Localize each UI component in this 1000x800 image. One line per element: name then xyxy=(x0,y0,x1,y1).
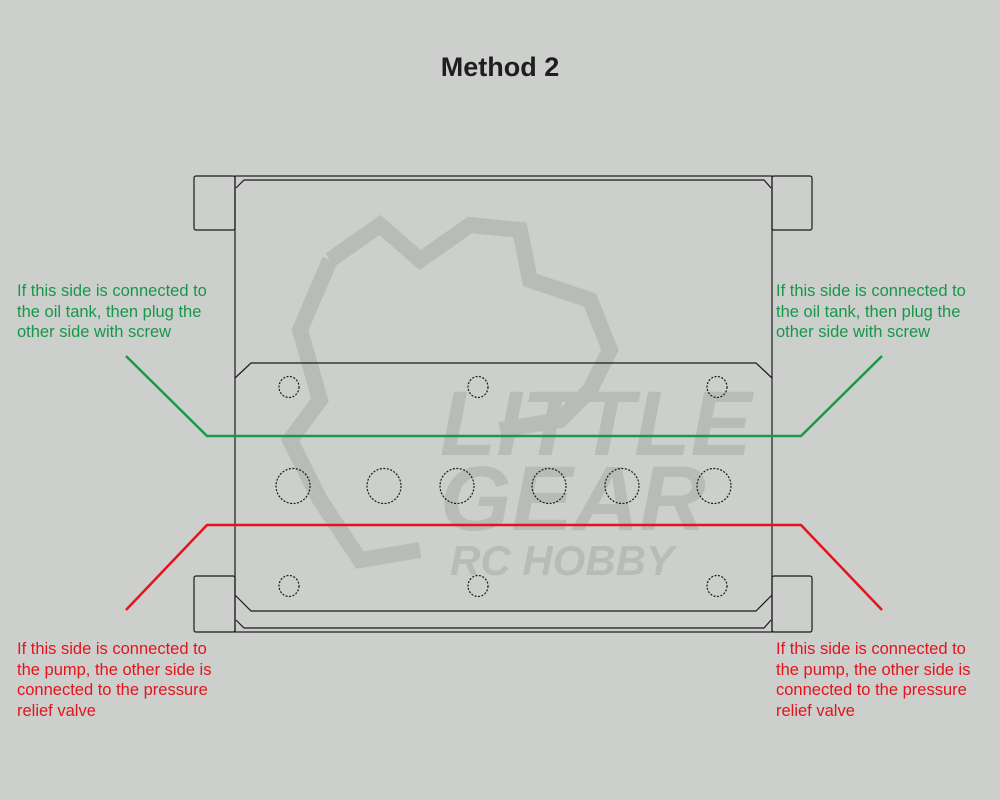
small-port-hole xyxy=(467,375,489,399)
left-bottom-tab xyxy=(193,575,236,633)
large-port-hole xyxy=(531,467,567,505)
valve-block-body xyxy=(234,175,773,633)
oil-tank-note-right: If this side is connected to the oil tan… xyxy=(776,282,966,341)
small-port-hole xyxy=(467,574,489,598)
diagram-title: Method 2 xyxy=(440,52,560,82)
watermark-text-little: LITTLE xyxy=(440,373,754,475)
small-port-hole xyxy=(278,375,300,399)
port-holes xyxy=(275,375,732,598)
large-port-hole xyxy=(696,467,732,505)
large-port-hole xyxy=(439,467,475,505)
oil-tank-note-left: If this side is connected to the oil tan… xyxy=(17,282,207,341)
large-port-hole xyxy=(604,467,640,505)
large-port-hole xyxy=(366,467,402,505)
upper-plate-edge xyxy=(234,362,773,379)
right-bottom-tab xyxy=(771,575,813,633)
pump-indicator-line xyxy=(125,523,883,611)
watermark-logo: LITTLE GEAR RC HOBBY xyxy=(280,214,754,584)
watermark-text-rc-hobby: RC HOBBY xyxy=(450,537,678,584)
small-port-hole xyxy=(706,574,728,598)
top-chamfer-edge xyxy=(235,179,772,189)
pump-note-left: If this side is connected to the pump, t… xyxy=(17,640,212,720)
right-top-tab xyxy=(771,175,813,231)
watermark-text-gear: GEAR xyxy=(440,448,706,550)
pump-note-right: If this side is connected to the pump, t… xyxy=(776,640,971,720)
small-port-hole xyxy=(706,375,728,399)
bottom-chamfer-edge xyxy=(235,619,772,629)
lower-plate-edge xyxy=(234,594,773,612)
watermark-gear-icon xyxy=(325,214,619,438)
large-port-hole xyxy=(275,467,311,505)
oil-tank-indicator-line xyxy=(125,355,883,438)
left-top-tab xyxy=(193,175,236,231)
small-port-hole xyxy=(278,574,300,598)
